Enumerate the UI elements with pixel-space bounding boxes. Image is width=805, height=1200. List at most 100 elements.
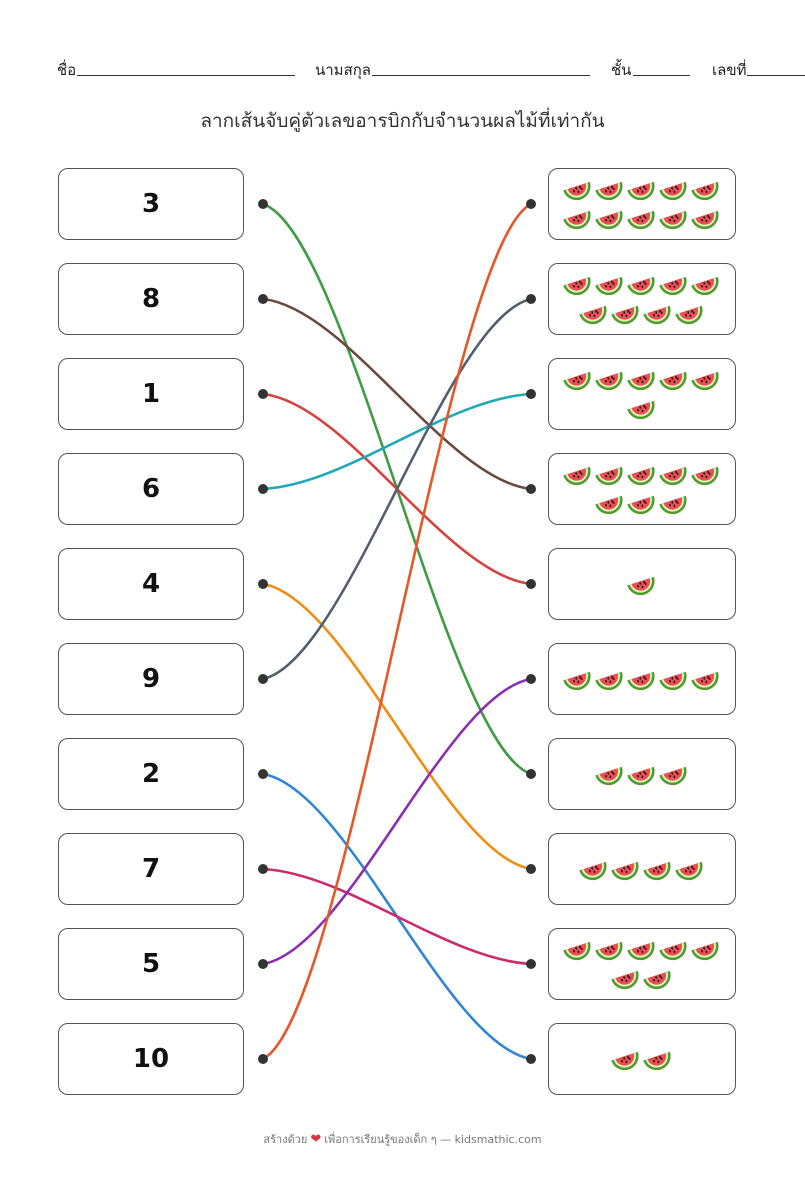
surname-blank[interactable] (372, 75, 590, 76)
fruit-group (595, 766, 687, 786)
watermelon-icon (595, 466, 623, 486)
right-connector-dot[interactable] (526, 389, 536, 399)
number-box-1[interactable]: 1 (58, 358, 244, 430)
match-line (261, 677, 533, 966)
worksheet-title: ลากเส้นจับคู่ตัวเลขอารบิกกับจำนวนผลไม้ที… (200, 110, 605, 132)
watermelon-icon (595, 766, 623, 786)
fruit-box[interactable] (548, 263, 736, 335)
left-connector-dot[interactable] (258, 484, 268, 494)
number-label: 2 (141, 759, 161, 789)
left-connector-dot[interactable] (258, 1054, 268, 1064)
watermelon-icon (627, 576, 655, 596)
match-line (261, 582, 533, 871)
right-connector-dot[interactable] (526, 769, 536, 779)
match-line (261, 202, 533, 1061)
number-box-3[interactable]: 3 (58, 168, 244, 240)
watermelon-icon (627, 766, 655, 786)
watermelon-icon (643, 861, 671, 881)
right-connector-dot[interactable] (526, 1054, 536, 1064)
fruit-group (611, 1051, 671, 1071)
watermelon-icon (643, 305, 671, 325)
fruit-box[interactable] (548, 548, 736, 620)
watermelon-icon (627, 276, 655, 296)
watermelon-icon (691, 941, 719, 961)
left-connector-dot[interactable] (258, 674, 268, 684)
fruit-box[interactable] (548, 643, 736, 715)
number-box-6[interactable]: 6 (58, 453, 244, 525)
watermelon-icon (563, 671, 591, 691)
fruit-group (563, 371, 719, 420)
watermelon-icon (595, 181, 623, 201)
number-box-2[interactable]: 2 (58, 738, 244, 810)
watermelon-icon (659, 276, 687, 296)
class-label: ชั้น (611, 61, 632, 79)
right-connector-dot[interactable] (526, 674, 536, 684)
left-connector-dot[interactable] (258, 864, 268, 874)
left-connector-dot[interactable] (258, 959, 268, 969)
watermelon-icon (675, 305, 703, 325)
right-connector-dot[interactable] (526, 579, 536, 589)
left-connector-dot[interactable] (258, 294, 268, 304)
watermelon-icon (611, 970, 639, 990)
left-connector-dot[interactable] (258, 579, 268, 589)
fruit-box[interactable] (548, 928, 736, 1000)
right-connector-dot[interactable] (526, 864, 536, 874)
number-box-10[interactable]: 10 (58, 1023, 244, 1095)
class-blank[interactable] (633, 75, 690, 76)
watermelon-icon (691, 371, 719, 391)
right-connector-dot[interactable] (526, 199, 536, 209)
number-blank[interactable] (747, 75, 805, 76)
number-box-8[interactable]: 8 (58, 263, 244, 335)
watermelon-icon (659, 495, 687, 515)
right-connector-dot[interactable] (526, 484, 536, 494)
fruit-box[interactable] (548, 168, 736, 240)
fruit-box[interactable] (548, 1023, 736, 1095)
number-label: 6 (141, 474, 161, 504)
watermelon-icon (579, 305, 607, 325)
fruit-group (563, 276, 719, 325)
left-connector-dot[interactable] (258, 389, 268, 399)
watermelon-icon (691, 466, 719, 486)
watermelon-icon (563, 210, 591, 230)
number-label: 10 (132, 1044, 170, 1074)
number-box-5[interactable]: 5 (58, 928, 244, 1000)
watermelon-icon (595, 941, 623, 961)
watermelon-icon (627, 495, 655, 515)
number-box-7[interactable]: 7 (58, 833, 244, 905)
watermelon-icon (659, 941, 687, 961)
match-line (261, 392, 533, 491)
watermelon-icon (691, 671, 719, 691)
watermelon-icon (611, 305, 639, 325)
number-label: 8 (141, 284, 161, 314)
left-connector-dot[interactable] (258, 199, 268, 209)
watermelon-icon (563, 181, 591, 201)
number-box-9[interactable]: 9 (58, 643, 244, 715)
number-box-4[interactable]: 4 (58, 548, 244, 620)
watermelon-icon (595, 210, 623, 230)
number-label: 9 (141, 664, 161, 694)
watermelon-icon (659, 466, 687, 486)
right-connector-dot[interactable] (526, 294, 536, 304)
number-label: 5 (141, 949, 161, 979)
watermelon-icon (563, 371, 591, 391)
match-line (261, 297, 533, 491)
footer: สร้างด้วย❤เพื่อการเรียนรู้ของเด็ก ๆ — ki… (0, 1130, 805, 1148)
watermelon-icon (627, 400, 655, 420)
fruit-group (627, 576, 655, 596)
fruit-group (563, 941, 719, 990)
left-connector-dot[interactable] (258, 769, 268, 779)
fruit-box[interactable] (548, 738, 736, 810)
watermelon-icon (675, 861, 703, 881)
fruit-group (579, 861, 703, 881)
fruit-box[interactable] (548, 833, 736, 905)
watermelon-icon (595, 371, 623, 391)
fruit-box[interactable] (548, 358, 736, 430)
right-connector-dot[interactable] (526, 959, 536, 969)
fruit-box[interactable] (548, 453, 736, 525)
name-blank[interactable] (77, 75, 295, 76)
footer-credit: เพื่อการเรียนรู้ของเด็ก ๆ — kidsmathic.c… (324, 1133, 542, 1146)
watermelon-icon (563, 276, 591, 296)
name-label: ชื่อ (57, 61, 77, 79)
heart-icon: ❤ (310, 1132, 322, 1147)
watermelon-icon (563, 466, 591, 486)
